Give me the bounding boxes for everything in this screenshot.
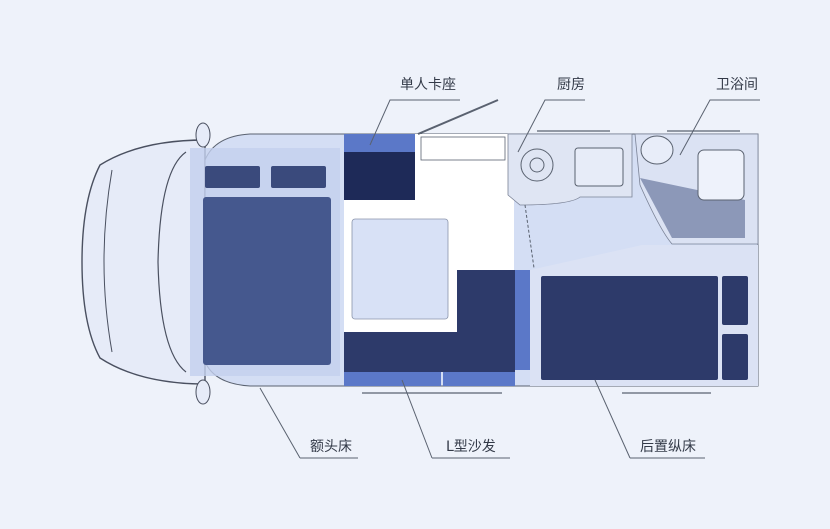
l-sofa-back-2 (443, 372, 515, 386)
door-opening (420, 136, 506, 161)
rear-bed (541, 276, 718, 380)
rear-storage-2 (722, 334, 748, 380)
stove-icon (520, 148, 554, 182)
mirror-left (195, 122, 211, 148)
cab-seat-passenger (271, 166, 326, 188)
label-rear-bed: 后置纵床 (640, 439, 696, 455)
hood-line (103, 169, 113, 353)
label-bathroom: 卫浴间 (716, 77, 758, 93)
label-l-sofa: L型沙发 (446, 439, 496, 455)
stove-burner-icon (529, 157, 545, 173)
toilet-icon (697, 149, 745, 201)
kitchen-partition (524, 204, 535, 269)
kitchen-sink-icon (574, 147, 624, 187)
l-sofa-cushion (344, 270, 515, 372)
washbasin-icon (640, 135, 674, 165)
label-kitchen: 厨房 (557, 77, 585, 93)
dining-table (351, 218, 449, 320)
windshield (157, 151, 187, 373)
single-seat (344, 152, 415, 200)
l-sofa-side-back (515, 270, 530, 370)
label-single-seat: 单人卡座 (400, 77, 456, 93)
shower-tray (640, 178, 745, 238)
door-leaf (417, 99, 499, 135)
window-marks (362, 130, 740, 394)
leader-lines (259, 99, 760, 459)
l-sofa-back-1 (344, 372, 441, 386)
overcab-bed (203, 197, 331, 365)
cab-seat-driver (205, 166, 260, 188)
mirror-right (195, 379, 211, 405)
label-overcab-bed: 额头床 (310, 439, 352, 455)
single-seat-back (344, 134, 415, 152)
rear-storage-1 (722, 276, 748, 325)
cab-outline (81, 139, 206, 385)
